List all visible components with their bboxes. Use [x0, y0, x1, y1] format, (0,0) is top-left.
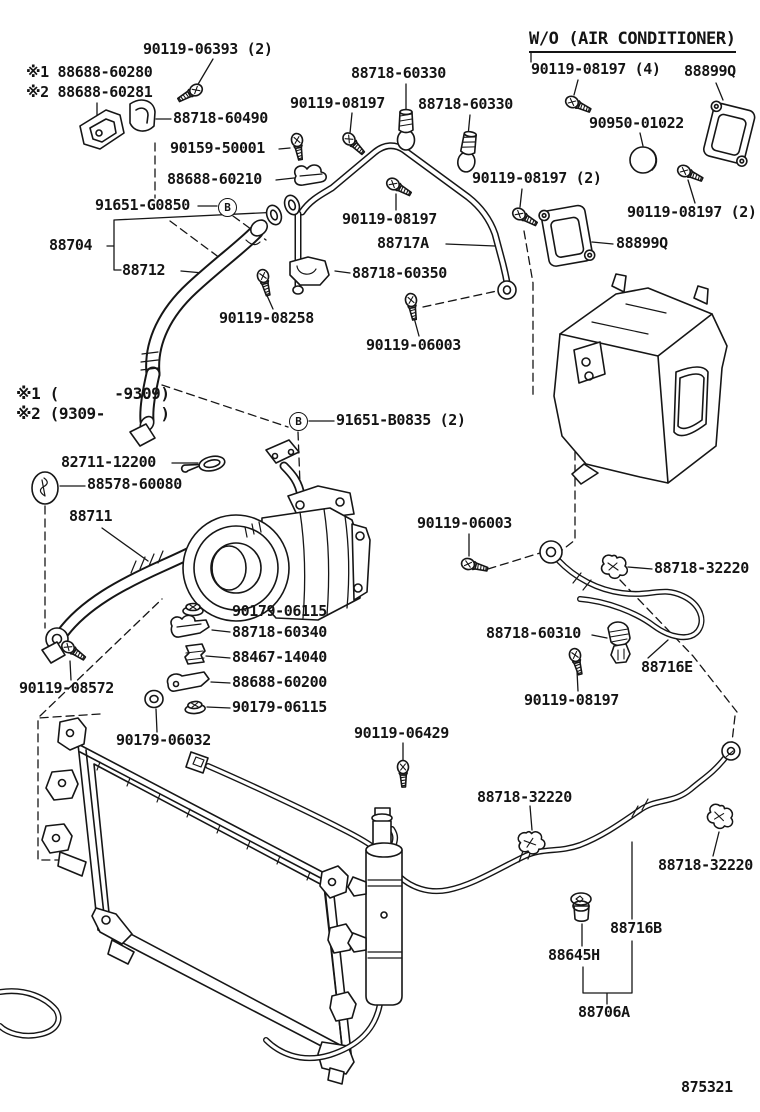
gasket-88899q-b: 88899Q: [616, 234, 668, 252]
pipe-clip-icon: [704, 802, 736, 832]
gasket-88899q-a: 88899Q: [684, 62, 736, 80]
screw-icon: [289, 131, 307, 162]
nut-90179-06115-b: 90179-06115: [232, 698, 327, 716]
connector-marker-b: B: [289, 412, 308, 431]
nut-icon: [182, 602, 204, 617]
oring-82711-12200: 82711-12200: [61, 453, 156, 471]
grommet-90179-06032-drawing: [145, 691, 163, 708]
pipe-88716b: 88716B: [610, 919, 662, 937]
footnote-effectivity-2: ※2 (9309- ): [16, 404, 170, 423]
receiver-drier-drawing: [348, 808, 402, 1005]
screw-90119-08197-b: 90119-08197: [290, 94, 385, 112]
screw-90119-08197-c: 90119-08197: [342, 210, 437, 228]
screw-90119-06003-a: 90119-06003: [366, 336, 461, 354]
bolt-90119-06393: 90119-06393 (2): [143, 40, 273, 58]
footnote-effectivity-1: ※1 ( -9309): [16, 384, 170, 403]
screw-icon: [396, 759, 410, 788]
clamp-88718-60350: 88718-60350: [352, 264, 447, 282]
screw-90119-08258: 90119-08258: [219, 309, 314, 327]
condenser-drawing: [42, 718, 356, 1084]
clamp-88718-60490: 88718-60490: [173, 109, 268, 127]
screw-icon: [175, 81, 206, 106]
clamp-88718-60490-drawing: [130, 100, 155, 131]
hose-assy-88704: 88704: [49, 236, 93, 254]
stud-88718-60330-b: 88718-60330: [418, 95, 513, 113]
clamp-88718-60350-drawing: [290, 257, 329, 285]
pipe-88716e-drawing: [540, 541, 702, 637]
grommet-90179-06032: 90179-06032: [116, 731, 211, 749]
plug-90950-01022: 90950-01022: [589, 114, 684, 132]
clamp-88718-60310-drawing: [608, 622, 630, 663]
screw-90119-06429: 90119-06429: [354, 724, 449, 742]
stud-icon: [396, 108, 416, 151]
heater-hose-88712-drawing: [130, 193, 302, 446]
clip-88718-32220-a: 88718-32220: [654, 559, 749, 577]
screw-90119-08197-x4: 90119-08197 (4): [531, 60, 661, 78]
screw-icon: [383, 175, 414, 200]
cushion-88467-14040-drawing: [185, 644, 205, 664]
clamp-88688-60281: ※2 88688-60281: [26, 83, 153, 101]
screw-90119-08572: 90119-08572: [19, 679, 114, 697]
clamp-88718-60340: 88718-60340: [232, 623, 327, 641]
clamp-88688-60280: ※1 88688-60280: [26, 63, 153, 81]
tube-sub-assy-88706a: 88706A: [578, 1003, 630, 1021]
screw-90119-08197-x2a: 90119-08197 (2): [472, 169, 602, 187]
stud-88718-60330-a: 88718-60330: [351, 64, 446, 82]
clip-88718-32220-c: 88718-32220: [658, 856, 753, 874]
connector-marker-b: B: [218, 198, 237, 217]
nut-icon: [183, 699, 207, 716]
screw-90119-08197-d: 90119-08197: [524, 691, 619, 709]
screw-icon: [403, 291, 421, 322]
oring-82711-12200-drawing: [180, 454, 226, 477]
screw-icon: [459, 556, 490, 576]
clamp-88688-60280-drawing: [80, 110, 124, 149]
clamp-88718-60310: 88718-60310: [486, 624, 581, 642]
screw-icon: [567, 646, 587, 677]
pipe-clip-icon: [600, 554, 629, 580]
wo-air-conditioner-note: W/O (AIR CONDITIONER): [529, 30, 736, 53]
pipe-grommets: [264, 193, 302, 227]
gasket-88899q-a-drawing: [699, 100, 759, 167]
clamp-88688-60210: 88688-60210: [167, 170, 262, 188]
diagram-number: 875321: [681, 1078, 733, 1096]
grommet-88578-60080: 88578-60080: [87, 475, 182, 493]
screw-90119-06003-b: 90119-06003: [417, 514, 512, 532]
screw-icon: [58, 637, 89, 664]
screw-90159-50001: 90159-50001: [170, 139, 265, 157]
gasket-88899q-b-drawing: [538, 203, 595, 267]
screw-icon: [562, 93, 594, 117]
small-parts: [32, 81, 759, 921]
pipe-88717a: 88717A: [377, 234, 429, 252]
pipe-88716e: 88716E: [641, 658, 693, 676]
bushing-88645h-drawing: [571, 893, 591, 921]
cooler-unit-drawing: [554, 274, 727, 484]
screw-icon: [255, 267, 275, 298]
screw-icon: [509, 205, 540, 230]
hose-88712: 88712: [122, 261, 166, 279]
screw-icon: [674, 162, 706, 186]
cushion-88467-14040: 88467-14040: [232, 648, 327, 666]
clip-91651-b0835: 91651-B0835 (2): [336, 411, 466, 429]
clip-88718-32220-b: 88718-32220: [477, 788, 572, 806]
hose-88711: 88711: [69, 507, 113, 525]
clamp-88718-60340-drawing: [171, 615, 209, 637]
screw-icon: [339, 129, 368, 158]
stud-icon: [455, 129, 480, 174]
grommet-88578-60080-drawing: [32, 472, 58, 504]
bracket-88688-60200: 88688-60200: [232, 673, 327, 691]
nut-90179-06115-a: 90179-06115: [232, 602, 327, 620]
clip-91651-g0850: 91651-G0850: [95, 196, 190, 214]
compressor-drawing: [183, 440, 370, 621]
screw-90119-08197-x2b: 90119-08197 (2): [627, 203, 757, 221]
bushing-88645h: 88645H: [548, 946, 600, 964]
